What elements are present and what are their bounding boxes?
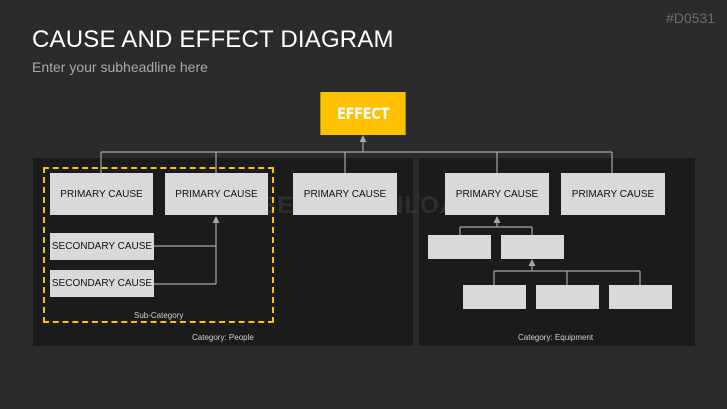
- equipment-sub-box-2: [501, 235, 564, 259]
- primary-cause-box-5: PRIMARY CAUSE: [561, 173, 665, 215]
- primary-cause-box-3: PRIMARY CAUSE: [293, 173, 397, 215]
- secondary-cause-box-2: SECONDARY CAUSE: [50, 270, 154, 297]
- equipment-sub-box-5: [609, 285, 672, 309]
- sub-category-outline: [43, 167, 274, 323]
- slide-id: #D0531: [665, 10, 715, 26]
- primary-cause-box-1: PRIMARY CAUSE: [50, 173, 153, 215]
- category-label-people: Category: People: [192, 333, 254, 342]
- category-label-equipment: Category: Equipment: [518, 333, 594, 342]
- primary-cause-box-2: PRIMARY CAUSE: [165, 173, 268, 215]
- page-title: CAUSE AND EFFECT DIAGRAM: [32, 26, 394, 53]
- page-subtitle: Enter your subheadline here: [32, 59, 208, 75]
- equipment-sub-box-1: [428, 235, 491, 259]
- secondary-cause-box-1: SECONDARY CAUSE: [50, 233, 154, 260]
- equipment-sub-box-4: [536, 285, 599, 309]
- effect-box: EFFECT: [320, 92, 406, 135]
- primary-cause-box-4: PRIMARY CAUSE: [445, 173, 549, 215]
- sub-category-label: Sub-Category: [134, 311, 184, 320]
- equipment-sub-box-3: [463, 285, 526, 309]
